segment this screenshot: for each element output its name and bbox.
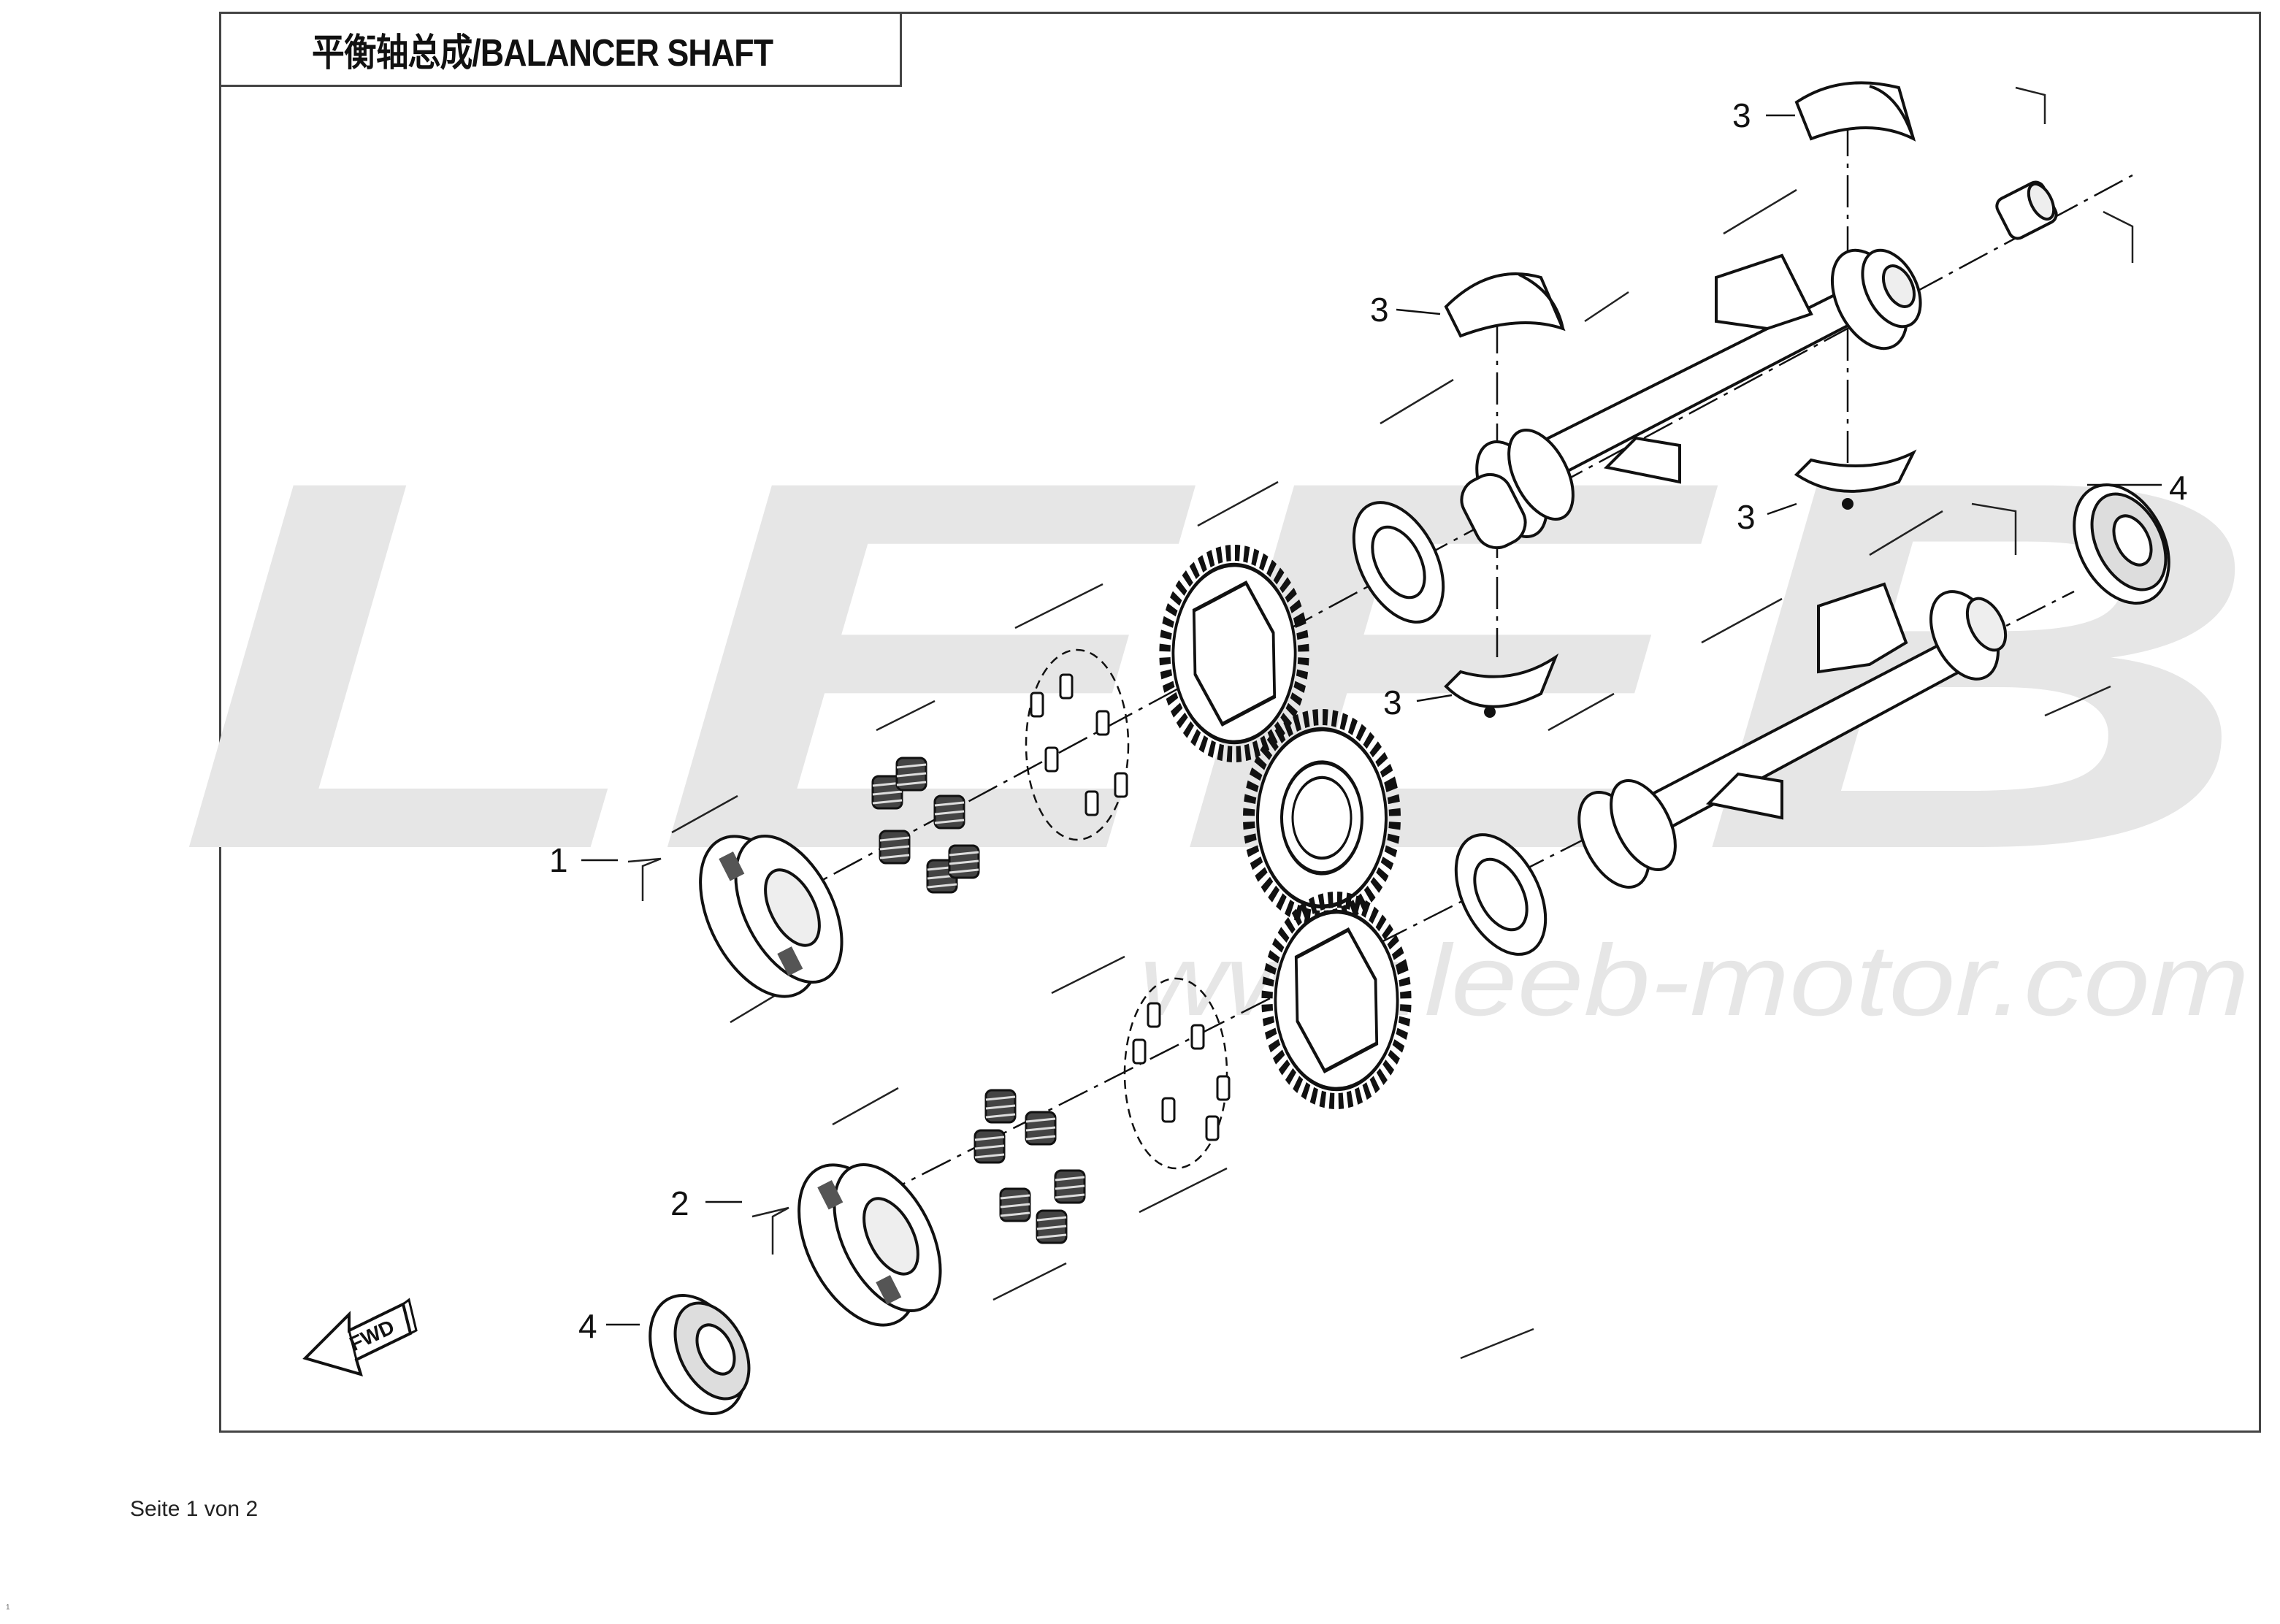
callout-leaders bbox=[581, 114, 2162, 1326]
washer-upper bbox=[1352, 501, 1445, 624]
guide-lines bbox=[627, 86, 2134, 1360]
bearing-bush-bottom-right bbox=[1794, 449, 1917, 510]
corner-mark: 1 bbox=[6, 1604, 10, 1612]
gear-lower bbox=[1247, 871, 1426, 1130]
damper-hub-1 bbox=[699, 834, 843, 998]
damper-hub-2 bbox=[797, 1163, 942, 1327]
bearing-bush-top-left bbox=[1444, 272, 1566, 338]
gear-upper bbox=[1145, 524, 1323, 783]
page-footer: Seite 1 von 2 bbox=[130, 1497, 259, 1521]
diagram-frame: 平衡轴总成/BALANCER SHAFT bbox=[219, 12, 2261, 1433]
ball-bearing-right bbox=[2073, 483, 2170, 605]
callout-3-top-right: 3 bbox=[1732, 96, 1751, 134]
callout-4-left: 4 bbox=[578, 1307, 597, 1345]
callout-1: 1 bbox=[549, 841, 568, 879]
pin-ring-upper bbox=[1025, 648, 1130, 841]
balancer-shaft-lower bbox=[1577, 582, 2008, 889]
ball-bearing-left bbox=[649, 1293, 751, 1416]
damper-springs-lower bbox=[973, 1089, 1086, 1244]
balancer-shaft-upper bbox=[1460, 248, 1922, 550]
bearing-bush-bottom-left bbox=[1444, 653, 1559, 718]
page-title: 平衡轴总成/BALANCER SHAFT bbox=[312, 32, 773, 74]
pin-ring-lower bbox=[1123, 977, 1231, 1170]
callout-2: 2 bbox=[670, 1184, 689, 1222]
bearing-bush-top-right bbox=[1794, 81, 1916, 142]
gear-middle bbox=[1228, 689, 1415, 947]
callout-3-top-left: 3 bbox=[1370, 291, 1389, 329]
callout-4-right: 4 bbox=[2169, 469, 2188, 507]
small-bushing bbox=[1995, 180, 2058, 240]
title-box: 平衡轴总成/BALANCER SHAFT bbox=[221, 14, 902, 87]
callouts: 1 2 3 3 3 3 4 4 bbox=[549, 96, 2188, 1345]
washer-lower bbox=[1454, 833, 1548, 956]
callout-3-bottom-left: 3 bbox=[1383, 683, 1402, 721]
fwd-arrow-icon: FWD bbox=[302, 1298, 418, 1376]
callout-3-bottom-right: 3 bbox=[1737, 498, 1756, 536]
